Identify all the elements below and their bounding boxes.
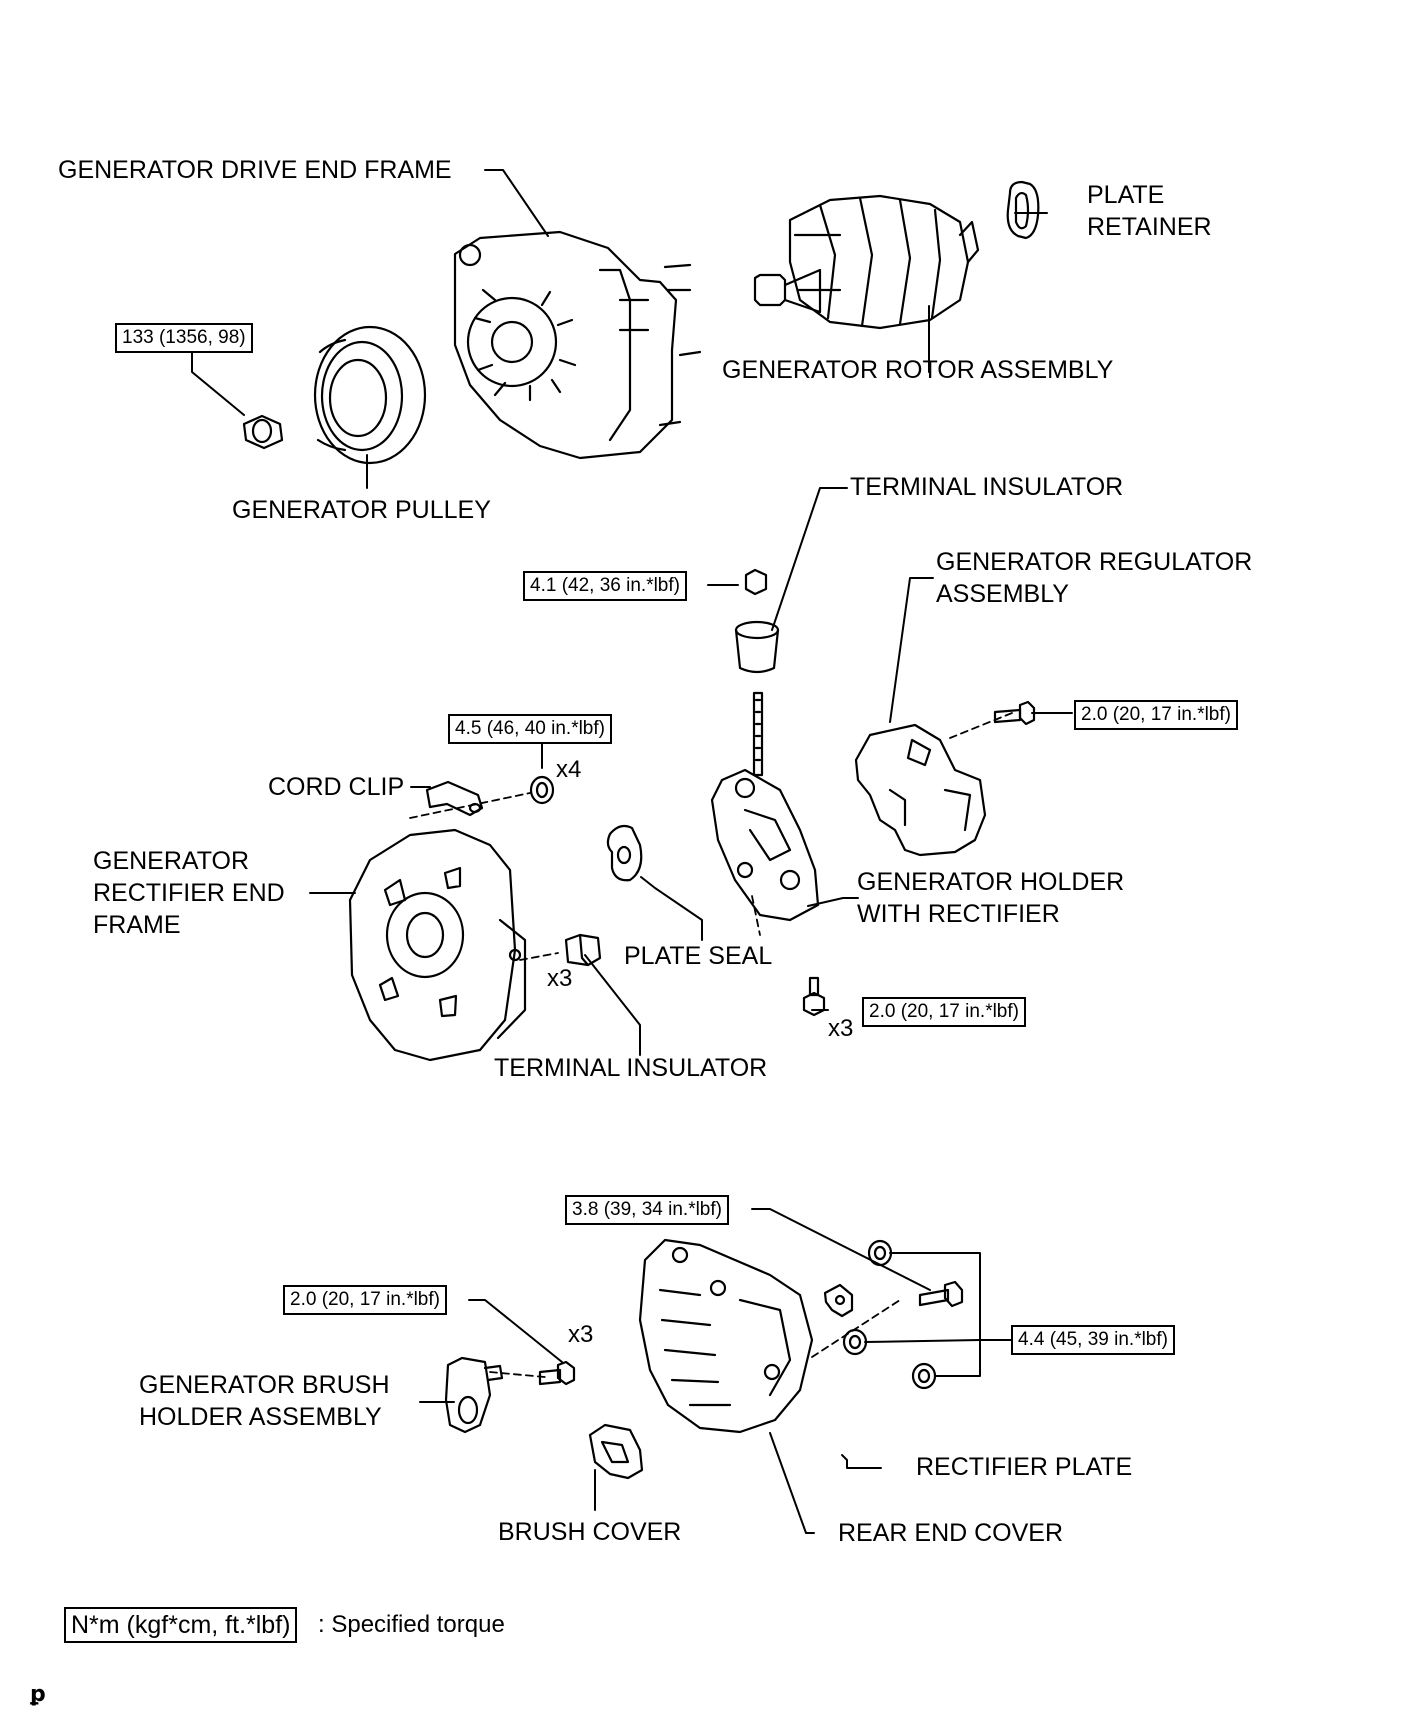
label-plate-retainer-line1: PLATE [1087, 181, 1165, 209]
rear-cover-bolt [918, 1280, 964, 1308]
rear-cover-nuts [842, 1239, 937, 1390]
torque-holder-screw: 2.0 (20, 17 in.*lbf) [862, 997, 1026, 1027]
torque-rear-cover-bolt: 3.8 (39, 34 in.*lbf) [565, 1195, 729, 1225]
rear-end-cover [638, 1238, 814, 1434]
legend-torque-unit: N*m (kgf*cm, ft.*lbf) [64, 1607, 298, 1643]
rotor-assembly [753, 194, 980, 330]
torque-terminal-nut: 4.1 (42, 36 in.*lbf) [523, 571, 687, 601]
label-rectifier-end-frame-line3: FRAME [93, 911, 181, 939]
label-plate-retainer-line2: RETAINER [1087, 213, 1212, 241]
plate-seal [606, 824, 643, 882]
torque-brush-holder-screw: 2.0 (20, 17 in.*lbf) [283, 1285, 447, 1315]
holder-with-rectifier [710, 691, 820, 922]
terminal-insulator-top-part [734, 620, 780, 674]
terminal-insulator-bottom-part [564, 933, 602, 967]
leader-lines [191, 169, 1073, 1534]
quantity-end-frame-nuts: x4 [556, 756, 582, 783]
cord-clip [425, 780, 484, 817]
rectifier-plate [823, 1283, 854, 1318]
label-generator-regulator-line2: ASSEMBLY [936, 580, 1069, 608]
rectifier-end-frame [348, 828, 527, 1062]
label-generator-regulator-line1: GENERATOR REGULATOR [936, 548, 1253, 576]
end-frame-nut [529, 775, 555, 805]
drive-end-frame [453, 230, 702, 460]
holder-screw [802, 976, 826, 1017]
pulley-nut [242, 414, 284, 450]
regulator-assembly [854, 723, 987, 857]
label-terminal-insulator-bottom: TERMINAL INSULATOR [494, 1054, 768, 1082]
label-brush-holder-line1: GENERATOR BRUSH [139, 1371, 390, 1399]
label-brush-holder-line2: HOLDER ASSEMBLY [139, 1403, 382, 1431]
top-nut [744, 568, 768, 596]
brush-holder-screw [538, 1360, 576, 1386]
label-rectifier-end-frame-line2: RECTIFIER END [93, 879, 285, 907]
label-generator-pulley: GENERATOR PULLEY [232, 496, 491, 524]
label-rectifier-end-frame-line1: GENERATOR [93, 847, 250, 875]
legend-description: : Specified torque [318, 1611, 505, 1638]
quantity-holder-screws: x3 [828, 1015, 854, 1042]
brush-cover [588, 1423, 644, 1480]
assembly-dash-lines [409, 712, 1013, 1378]
label-cord-clip: CORD CLIP [268, 773, 405, 801]
label-generator-rotor-assembly: GENERATOR ROTOR ASSEMBLY [722, 356, 1114, 384]
label-brush-cover: BRUSH COVER [498, 1518, 682, 1546]
brush-holder-assembly [444, 1356, 504, 1434]
label-generator-holder-line1: GENERATOR HOLDER [857, 868, 1125, 896]
quantity-terminal-insulators: x3 [547, 965, 573, 992]
label-terminal-insulator-top: TERMINAL INSULATOR [850, 473, 1124, 501]
plate-retainer [1006, 180, 1040, 240]
generator-pulley [313, 325, 427, 465]
quantity-brush-holder-screws: x3 [568, 1321, 594, 1348]
corner-mark: ꝑ [30, 1681, 46, 1706]
torque-rear-cover-nuts: 4.4 (45, 39 in.*lbf) [1011, 1325, 1175, 1355]
label-generator-holder-line2: WITH RECTIFIER [857, 900, 1060, 928]
label-plate-seal: PLATE SEAL [624, 942, 773, 970]
label-generator-drive-end-frame: GENERATOR DRIVE END FRAME [58, 156, 452, 184]
label-rectifier-plate: RECTIFIER PLATE [916, 1453, 1133, 1481]
torque-regulator-screw: 2.0 (20, 17 in.*lbf) [1074, 700, 1238, 730]
torque-end-frame-nut: 4.5 (46, 40 in.*lbf) [448, 714, 612, 744]
torque-pulley-nut: 133 (1356, 98) [115, 323, 253, 353]
label-rear-end-cover: REAR END COVER [838, 1519, 1064, 1547]
regulator-screw [993, 700, 1036, 726]
